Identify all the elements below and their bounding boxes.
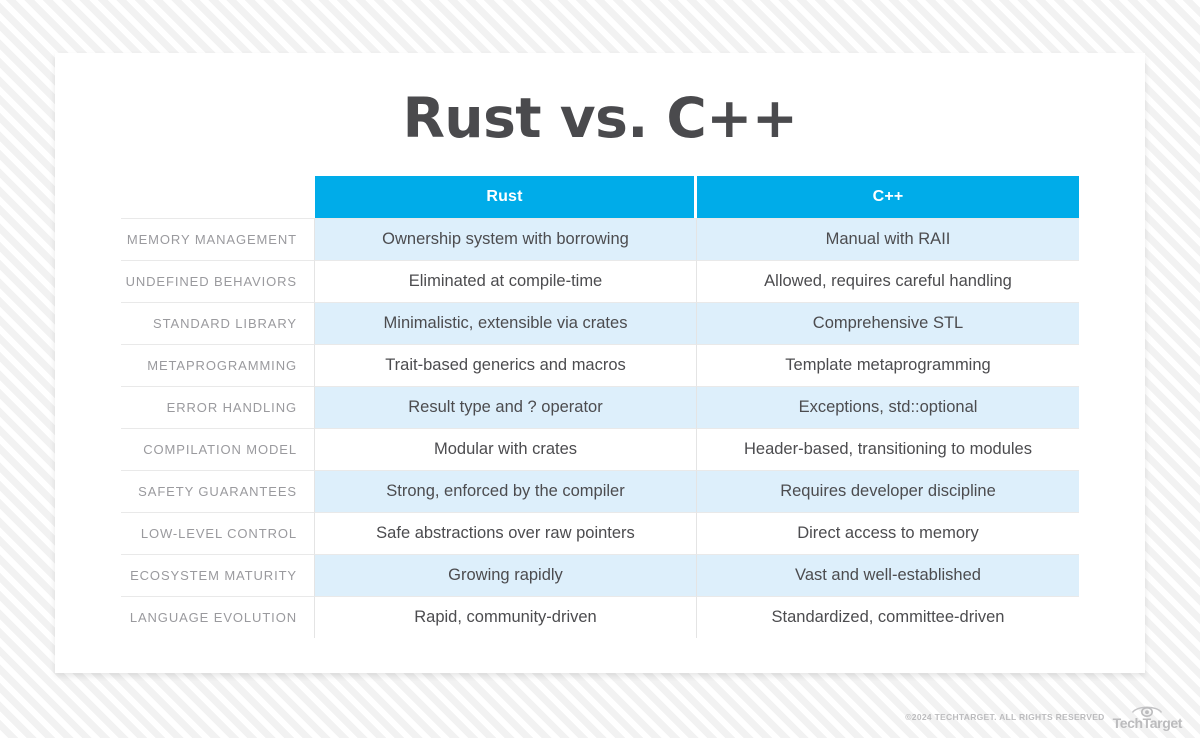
cell-rust: Ownership system with borrowing xyxy=(315,218,697,260)
techtarget-wordmark: TechTarget xyxy=(1112,715,1183,731)
header-cell-rust: Rust xyxy=(315,176,697,218)
header-cell-cpp: C++ xyxy=(697,176,1079,218)
table-row: MEMORY MANAGEMENT Ownership system with … xyxy=(121,218,1079,260)
cell-rust: Modular with crates xyxy=(315,428,697,470)
row-label: ECOSYSTEM MATURITY xyxy=(121,554,315,596)
table-row: UNDEFINED BEHAVIORS Eliminated at compil… xyxy=(121,260,1079,302)
table-row: ECOSYSTEM MATURITY Growing rapidly Vast … xyxy=(121,554,1079,596)
table-header-row: Rust C++ xyxy=(121,176,1079,218)
cell-rust: Safe abstractions over raw pointers xyxy=(315,512,697,554)
cell-cpp: Direct access to memory xyxy=(697,512,1079,554)
row-label: SAFETY GUARANTEES xyxy=(121,470,315,512)
table-row: LANGUAGE EVOLUTION Rapid, community-driv… xyxy=(121,596,1079,638)
table-body: MEMORY MANAGEMENT Ownership system with … xyxy=(121,218,1079,638)
cell-cpp: Allowed, requires careful handling xyxy=(697,260,1079,302)
row-label: MEMORY MANAGEMENT xyxy=(121,218,315,260)
techtarget-logo: TechTarget xyxy=(1113,704,1182,730)
cell-cpp: Manual with RAII xyxy=(697,218,1079,260)
table-row: ERROR HANDLING Result type and ? operato… xyxy=(121,386,1079,428)
cell-rust: Rapid, community-driven xyxy=(315,596,697,638)
eye-icon xyxy=(1131,704,1163,717)
copyright-text: ©2024 TECHTARGET. ALL RIGHTS RESERVED xyxy=(905,712,1105,722)
row-label: LOW-LEVEL CONTROL xyxy=(121,512,315,554)
cell-cpp: Vast and well-established xyxy=(697,554,1079,596)
cell-cpp: Requires developer discipline xyxy=(697,470,1079,512)
table-row: COMPILATION MODEL Modular with crates He… xyxy=(121,428,1079,470)
row-label: ERROR HANDLING xyxy=(121,386,315,428)
page-title: Rust vs. C++ xyxy=(402,86,798,150)
header-cell-blank xyxy=(121,176,315,218)
cell-cpp: Standardized, committee-driven xyxy=(697,596,1079,638)
comparison-table: Rust C++ MEMORY MANAGEMENT Ownership sys… xyxy=(121,176,1079,638)
table-row: STANDARD LIBRARY Minimalistic, extensibl… xyxy=(121,302,1079,344)
cell-rust: Eliminated at compile-time xyxy=(315,260,697,302)
cell-rust: Strong, enforced by the compiler xyxy=(315,470,697,512)
row-label: UNDEFINED BEHAVIORS xyxy=(121,260,315,302)
table-header: Rust C++ xyxy=(121,176,1079,218)
cell-rust: Result type and ? operator xyxy=(315,386,697,428)
row-label: STANDARD LIBRARY xyxy=(121,302,315,344)
cell-rust: Minimalistic, extensible via crates xyxy=(315,302,697,344)
row-label: LANGUAGE EVOLUTION xyxy=(121,596,315,638)
table-row: METAPROGRAMMING Trait-based generics and… xyxy=(121,344,1079,386)
cell-cpp: Header-based, transitioning to modules xyxy=(697,428,1079,470)
cell-rust: Growing rapidly xyxy=(315,554,697,596)
table-row: LOW-LEVEL CONTROL Safe abstractions over… xyxy=(121,512,1079,554)
row-label: METAPROGRAMMING xyxy=(121,344,315,386)
footer: ©2024 TECHTARGET. ALL RIGHTS RESERVED Te… xyxy=(905,704,1182,730)
table-row: SAFETY GUARANTEES Strong, enforced by th… xyxy=(121,470,1079,512)
content-card: Rust vs. C++ Rust C++ MEMORY MANAGEMENT … xyxy=(55,53,1145,673)
cell-rust: Trait-based generics and macros xyxy=(315,344,697,386)
cell-cpp: Template metaprogramming xyxy=(697,344,1079,386)
cell-cpp: Comprehensive STL xyxy=(697,302,1079,344)
row-label: COMPILATION MODEL xyxy=(121,428,315,470)
cell-cpp: Exceptions, std::optional xyxy=(697,386,1079,428)
